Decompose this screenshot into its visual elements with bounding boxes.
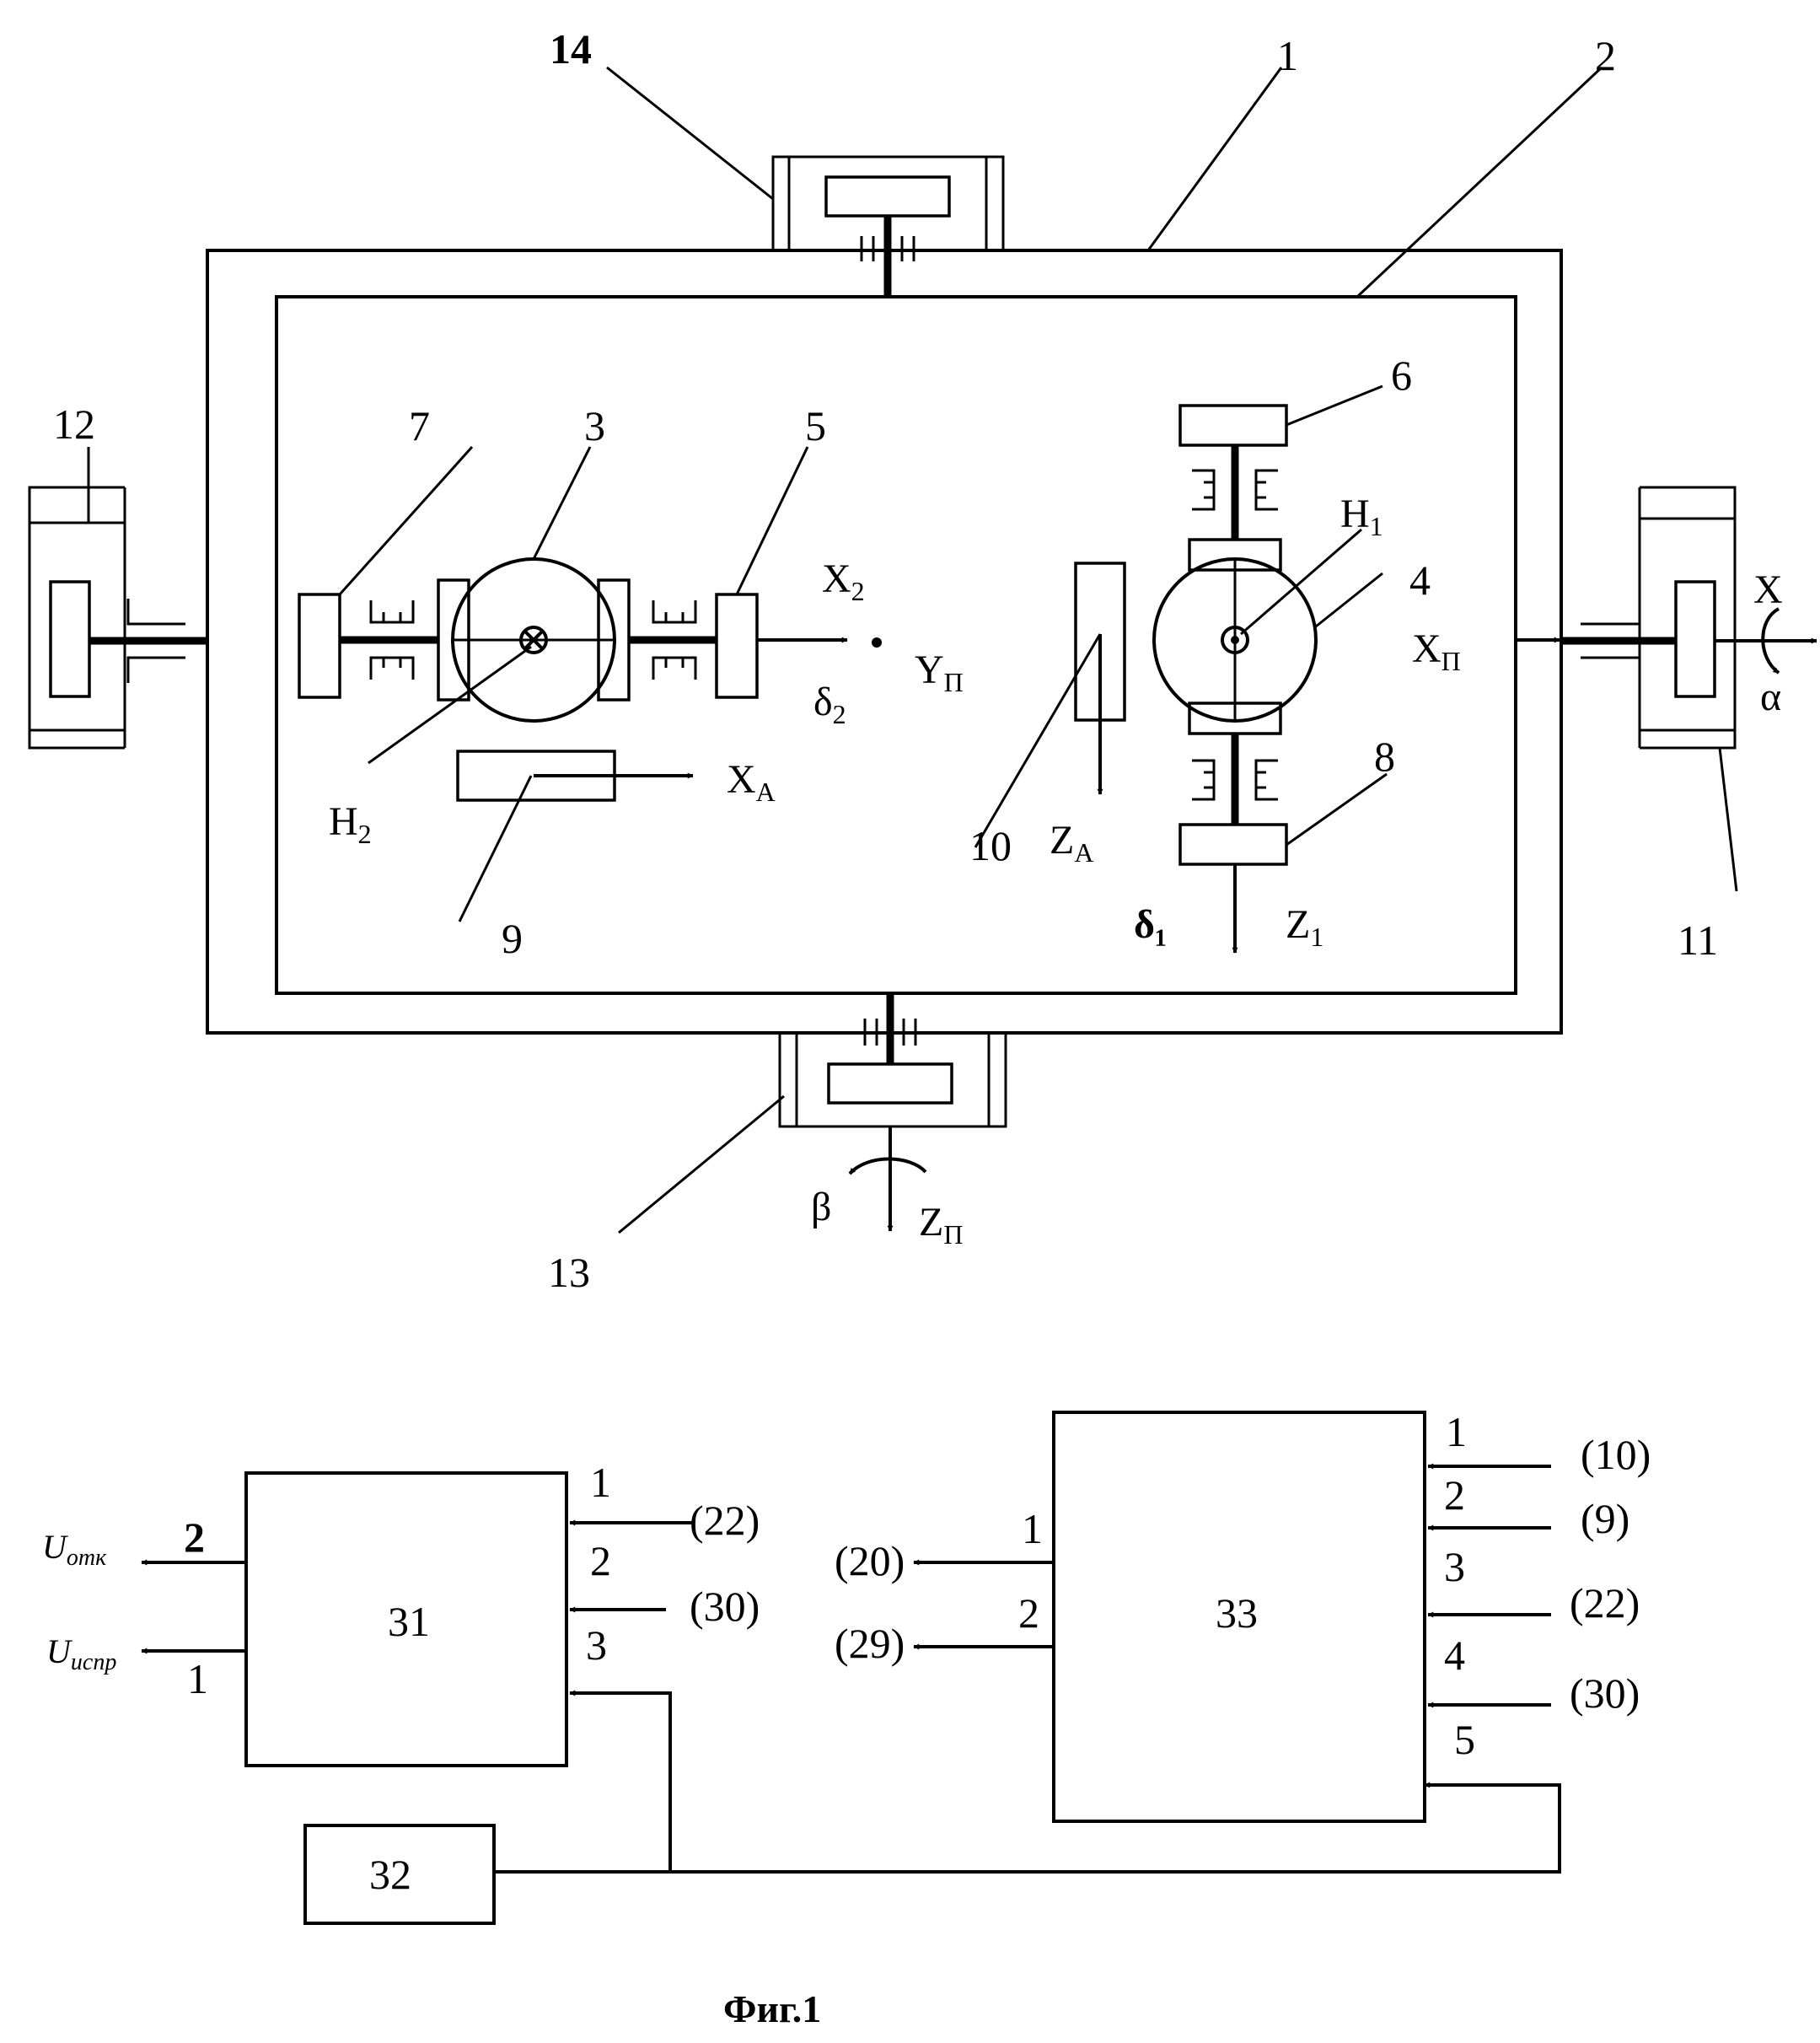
symbol-zp: ZП bbox=[919, 1200, 963, 1250]
label-1: 1 bbox=[1277, 32, 1298, 79]
symbol-x-axis: X bbox=[1753, 567, 1783, 612]
label-4: 4 bbox=[1409, 556, 1431, 604]
block-33-label: 33 bbox=[1216, 1589, 1258, 1637]
block-33-in2-src: (9) bbox=[1581, 1495, 1629, 1542]
sensor-6 bbox=[1180, 406, 1286, 445]
block-diagram: 31 1 (22) 2 (30) 3 2 Uотк 1 Uиспр 32 bbox=[42, 1408, 1651, 2030]
block-33-in1-num: 1 bbox=[1446, 1408, 1467, 1455]
label-10: 10 bbox=[969, 822, 1012, 869]
symbol-beta: β bbox=[811, 1185, 831, 1229]
block-31-in1-src: (22) bbox=[690, 1497, 760, 1544]
symbol-z1: Z1 bbox=[1286, 902, 1323, 952]
symbol-xp: XП bbox=[1412, 626, 1461, 676]
label-8: 8 bbox=[1374, 733, 1395, 780]
symbol-x2: X2 bbox=[822, 556, 865, 606]
mechanical-schematic: 14 1 2 12 7 3 5 6 4 8 9 10 11 13 X2 YП δ… bbox=[30, 25, 1817, 1296]
block-33-out1-num: 1 bbox=[1022, 1505, 1043, 1552]
label-14: 14 bbox=[550, 25, 592, 73]
label-3: 3 bbox=[584, 402, 605, 449]
block-31-out2-label: Uотк bbox=[42, 1528, 107, 1571]
block-33: 33 1 (10) 2 (9) 3 (22) 4 (30) 5 1 (20) 2… bbox=[835, 1408, 1651, 1821]
motor-12 bbox=[30, 487, 207, 748]
block-33-out2-dst: (29) bbox=[835, 1620, 905, 1667]
block-31-out1-label: Uиспр bbox=[46, 1632, 116, 1675]
label-13: 13 bbox=[548, 1249, 590, 1296]
motor-14 bbox=[773, 157, 1003, 297]
block-31-out1-num: 1 bbox=[187, 1655, 208, 1702]
label-5: 5 bbox=[805, 402, 826, 449]
block-31-in2-src: (30) bbox=[690, 1583, 760, 1630]
symbol-h1: H1 bbox=[1340, 492, 1383, 541]
label-9: 9 bbox=[502, 915, 523, 962]
block-33-in5-num: 5 bbox=[1454, 1716, 1475, 1763]
label-11: 11 bbox=[1678, 917, 1718, 964]
block-32-label: 32 bbox=[369, 1851, 411, 1898]
block-33-in1-src: (10) bbox=[1581, 1431, 1651, 1478]
block-31-in1-num: 1 bbox=[590, 1459, 611, 1506]
block-33-out2-num: 2 bbox=[1018, 1589, 1039, 1637]
label-7: 7 bbox=[409, 402, 430, 449]
block-33-in2-num: 2 bbox=[1444, 1471, 1465, 1519]
block-33-in4-num: 4 bbox=[1444, 1632, 1465, 1679]
gyro-3-assembly bbox=[299, 559, 882, 721]
symbol-delta1: δ₁ bbox=[1134, 902, 1167, 947]
symbol-h2: H2 bbox=[329, 799, 372, 849]
sensor-8 bbox=[1180, 825, 1286, 864]
label-12: 12 bbox=[53, 401, 95, 448]
block-33-in4-src: (30) bbox=[1570, 1669, 1640, 1717]
block-31-in2-num: 2 bbox=[590, 1537, 611, 1584]
symbol-yp: YП bbox=[915, 648, 964, 697]
accelerometer-10 bbox=[1076, 563, 1125, 794]
symbol-delta2: δ2 bbox=[813, 680, 846, 729]
sensor-7 bbox=[299, 594, 340, 697]
symbol-xa: XA bbox=[727, 757, 776, 807]
gyro-4-assembly bbox=[1154, 406, 1560, 953]
block-31-label: 31 bbox=[388, 1598, 430, 1645]
block-33-in3-num: 3 bbox=[1444, 1543, 1465, 1590]
block-33-out1-dst: (20) bbox=[835, 1537, 905, 1584]
block-33-in3-src: (22) bbox=[1570, 1579, 1640, 1626]
block-31-out2-num: 2 bbox=[184, 1513, 205, 1561]
block-31-in3-num: 3 bbox=[586, 1621, 607, 1669]
block-32: 32 bbox=[305, 1785, 1560, 1923]
label-2: 2 bbox=[1595, 32, 1616, 79]
symbol-alpha: α bbox=[1760, 675, 1781, 719]
label-6: 6 bbox=[1391, 352, 1412, 399]
block-31: 31 1 (22) 2 (30) 3 2 Uотк 1 Uиспр bbox=[42, 1459, 760, 1872]
figure-caption: Фиг.1 bbox=[723, 1987, 821, 2030]
symbol-za: ZA bbox=[1050, 818, 1093, 868]
accelerometer-9 bbox=[458, 751, 693, 800]
sensor-5 bbox=[717, 594, 757, 697]
